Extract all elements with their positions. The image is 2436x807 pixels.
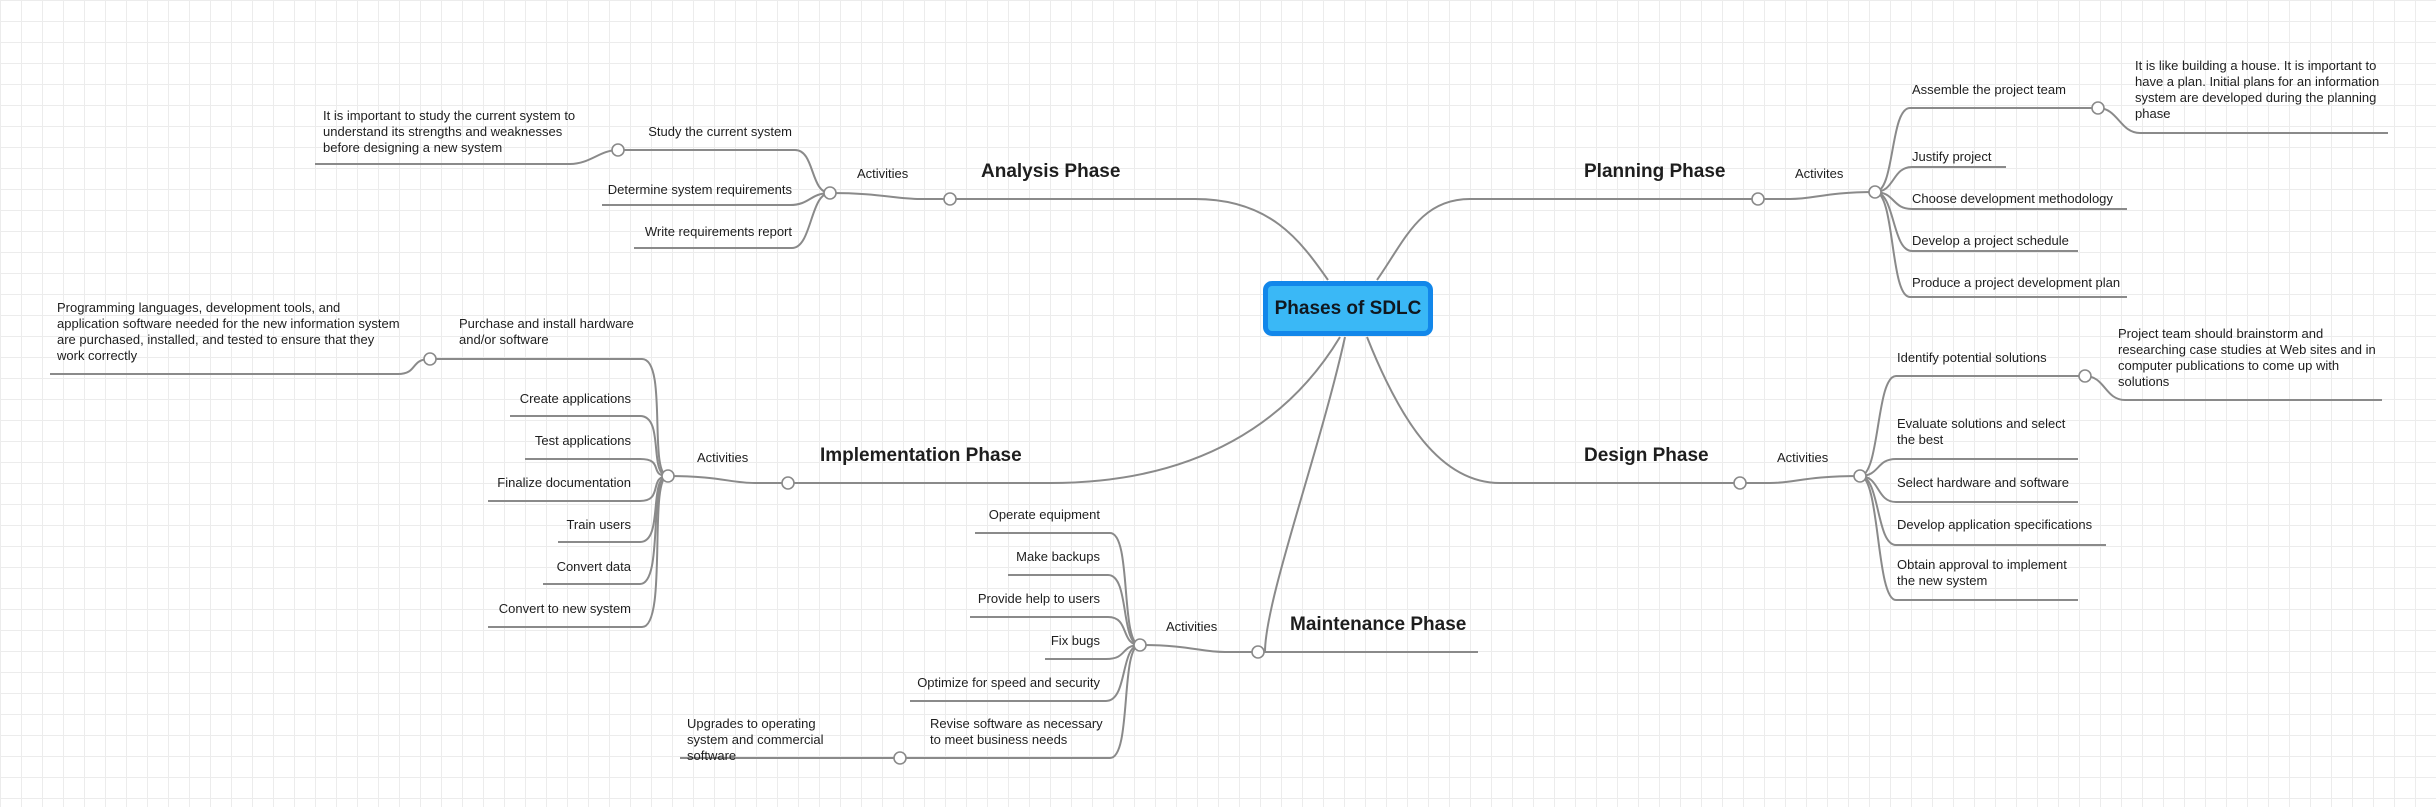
planning-item[interactable]: Justify project (1912, 149, 1992, 164)
implementation-activities-label[interactable]: Activities (697, 450, 749, 465)
maintenance-item[interactable]: Make backups (1016, 549, 1100, 564)
design-item[interactable]: Evaluate solutions and select the best (1897, 416, 2066, 447)
analysis-item[interactable]: Write requirements report (644, 224, 792, 239)
planning-item[interactable]: Choose development methodology (1912, 191, 2113, 206)
planning-item[interactable]: Develop a project schedule (1912, 233, 2069, 248)
maintenance-phase-title[interactable]: Maintenance Phase (1290, 614, 1467, 635)
design-activities-label[interactable]: Activities (1777, 450, 1829, 465)
implementation-item[interactable]: Convert to new system (498, 601, 631, 616)
analysis-phase-title[interactable]: Analysis Phase (981, 161, 1121, 182)
analysis-item[interactable]: Determine system requirements (607, 182, 792, 197)
planning-activities-label[interactable]: Activites (1795, 166, 1844, 181)
implementation-item[interactable]: Train users (566, 517, 631, 532)
maintenance-note[interactable]: Upgrades to operating system and commerc… (687, 716, 824, 763)
analysis-activities-label[interactable]: Activities (857, 166, 909, 181)
design-note[interactable]: Project team should brainstorm and resea… (2118, 326, 2376, 389)
design-item[interactable]: Obtain approval to implement the new sys… (1897, 557, 2067, 588)
planning-item[interactable]: Assemble the project team (1912, 82, 2066, 97)
implementation-note[interactable]: Programming languages, development tools… (57, 300, 400, 363)
maintenance-item[interactable]: Fix bugs (1050, 633, 1100, 648)
maintenance-item[interactable]: Revise software as necessary to meet bus… (930, 716, 1103, 747)
planning-note[interactable]: It is like building a house. It is impor… (2135, 58, 2380, 121)
design-item[interactable]: Identify potential solutions (1897, 350, 2047, 365)
implementation-item[interactable]: Purchase and install hardware and/or sof… (459, 316, 634, 347)
implementation-item[interactable]: Finalize documentation (497, 475, 631, 490)
analysis-note[interactable]: It is important to study the current sys… (323, 108, 576, 155)
maintenance-activities-label[interactable]: Activities (1166, 619, 1218, 634)
maintenance-item[interactable]: Operate equipment (988, 507, 1100, 522)
central-topic[interactable]: Phases of SDLC (1263, 281, 1433, 336)
implementation-phase-title[interactable]: Implementation Phase (820, 445, 1022, 466)
implementation-item[interactable]: Create applications (519, 391, 631, 406)
design-phase-title[interactable]: Design Phase (1584, 445, 1709, 466)
implementation-item[interactable]: Test applications (534, 433, 631, 448)
design-item[interactable]: Select hardware and software (1897, 475, 2069, 490)
implementation-item[interactable]: Convert data (556, 559, 631, 574)
analysis-item[interactable]: Study the current system (648, 124, 792, 139)
planning-item[interactable]: Produce a project development plan (1912, 275, 2121, 290)
planning-phase-title[interactable]: Planning Phase (1584, 161, 1726, 182)
maintenance-item[interactable]: Optimize for speed and security (917, 675, 1100, 690)
design-item[interactable]: Develop application specifications (1897, 517, 2093, 532)
maintenance-item[interactable]: Provide help to users (977, 591, 1100, 606)
